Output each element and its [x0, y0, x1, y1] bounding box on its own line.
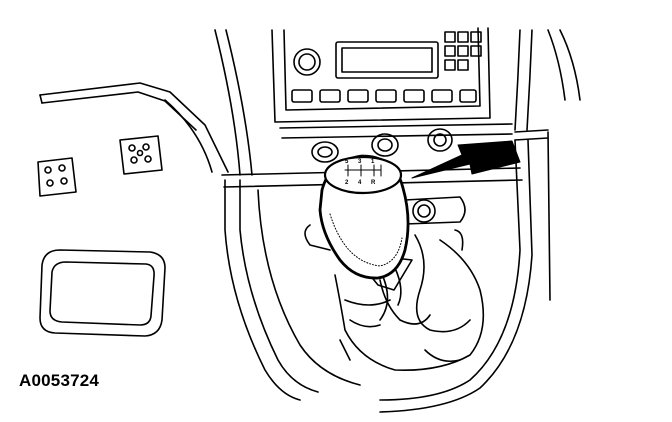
pedal-area — [37, 82, 229, 337]
gear-label-2: 2 — [345, 180, 349, 186]
climate-controls — [279, 123, 513, 163]
power-outlet — [404, 196, 466, 225]
gear-label-1: 1 — [371, 159, 375, 165]
gear-label-r: R — [371, 180, 376, 186]
pedal-pad — [119, 135, 163, 175]
gear-label-5: 5 — [345, 159, 349, 165]
figure-id-label: A0053724 — [19, 371, 100, 390]
gear-label-4: 4 — [358, 180, 362, 186]
pedal-pad-left — [37, 157, 77, 197]
gear-shift-knob: 5 3 1 2 4 R — [318, 154, 413, 321]
arrow-left-icon — [411, 140, 521, 179]
shift-boot — [304, 224, 485, 372]
floor-mat — [39, 249, 166, 337]
radio-unit — [271, 27, 491, 123]
gear-label-3: 3 — [358, 159, 362, 165]
